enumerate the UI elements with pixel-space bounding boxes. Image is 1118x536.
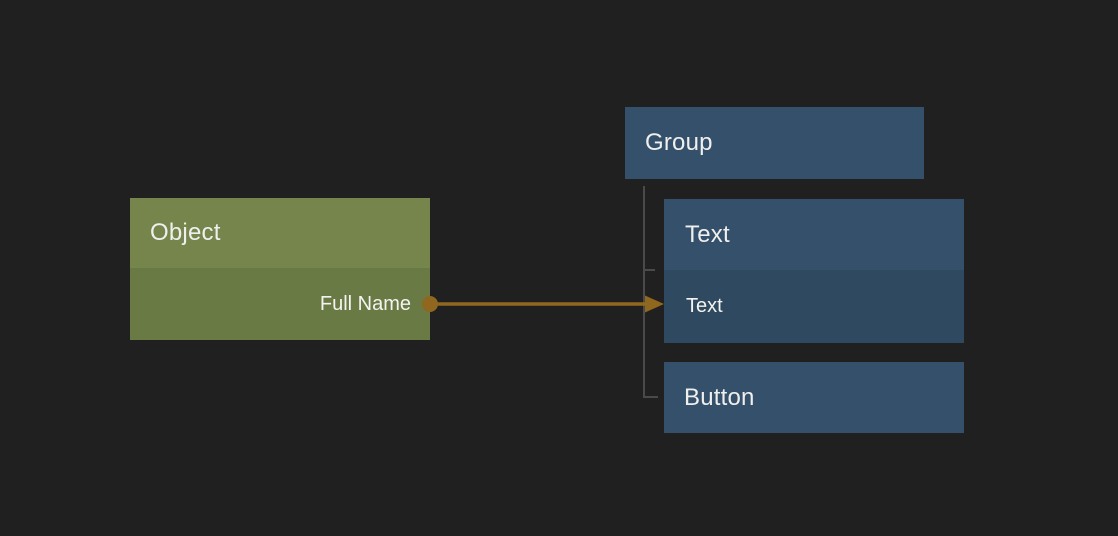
node-text-value-row[interactable]: Text <box>664 270 964 343</box>
node-button[interactable]: Button <box>664 362 964 433</box>
full-name-output-port-dot[interactable] <box>422 296 438 312</box>
node-object-row-full-name[interactable]: Full Name <box>130 268 430 340</box>
node-object-header[interactable]: Object <box>130 198 430 268</box>
node-text-header[interactable]: Text <box>664 199 964 270</box>
node-text[interactable]: Text Text <box>664 199 964 343</box>
node-group[interactable]: Group <box>625 107 924 179</box>
full-name-output-label: Full Name <box>319 292 411 315</box>
node-object[interactable]: Object Full Name <box>130 198 438 340</box>
connection-arrowhead-icon <box>645 295 664 313</box>
node-button-title: Button <box>684 383 755 411</box>
node-text-value-label: Text <box>686 295 723 317</box>
node-group-title: Group <box>645 129 713 156</box>
node-text-title: Text <box>685 220 730 248</box>
node-button-header[interactable]: Button <box>664 362 964 433</box>
group-children-tree-line <box>643 186 658 398</box>
node-group-header[interactable]: Group <box>625 107 924 179</box>
node-object-title: Object <box>150 219 221 246</box>
